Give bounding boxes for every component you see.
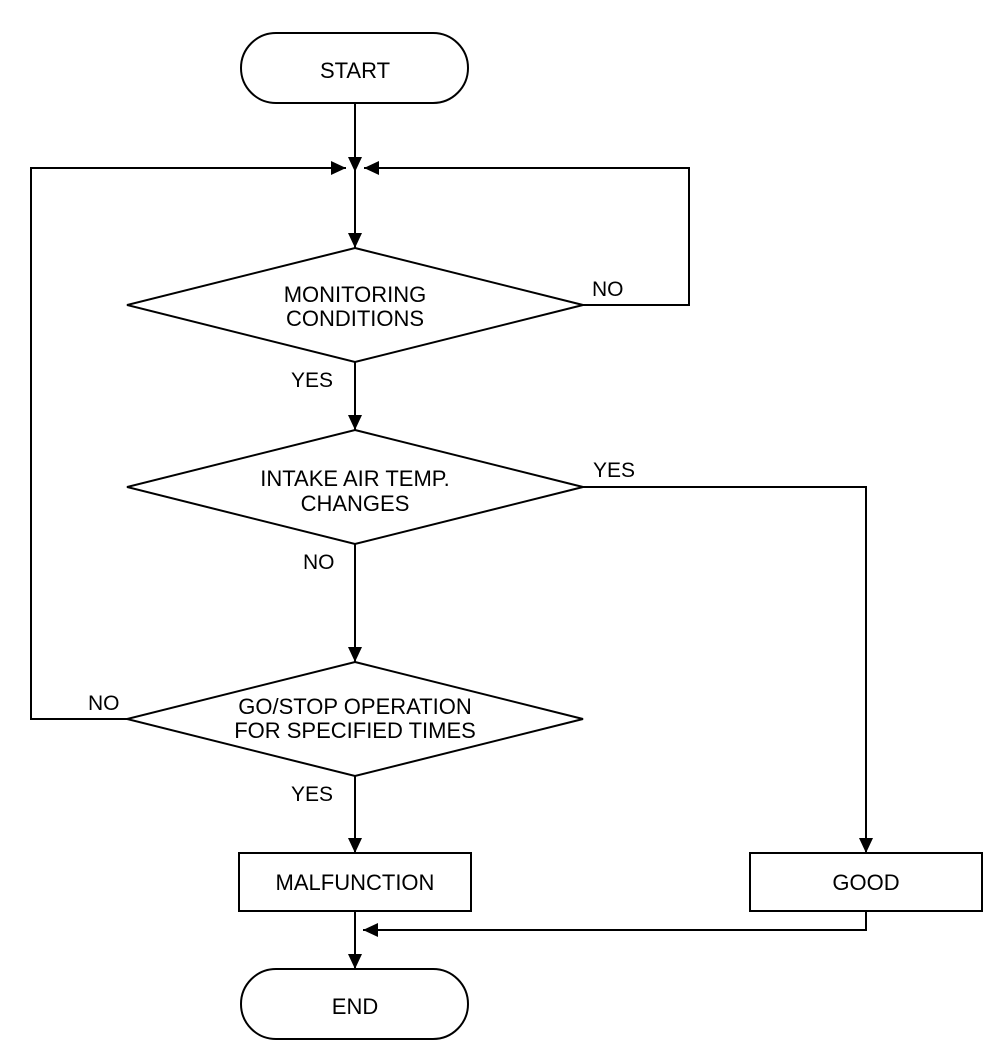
gostop-label-line2: FOR SPECIFIED TIMES <box>234 718 476 743</box>
monitoring-yes-label: YES <box>291 369 333 392</box>
arrowhead-monitoring-no-loop <box>364 161 379 175</box>
intake-label-line2: CHANGES <box>301 491 410 516</box>
monitoring-conditions-decision: MONITORING CONDITIONS <box>126 246 584 364</box>
intake-yes-label: YES <box>593 459 635 482</box>
end-terminal-shape <box>240 968 469 1040</box>
connector-monitoring-no-loop <box>364 167 690 306</box>
good-box <box>749 852 983 912</box>
arrowhead-end-in <box>348 954 362 969</box>
gostop-label-line1: GO/STOP OPERATION <box>238 694 472 719</box>
arrowhead-malfunction-in <box>348 838 362 853</box>
gostop-no-label: NO <box>88 692 120 715</box>
monitoring-no-label: NO <box>592 278 624 301</box>
connector-intake-yes <box>583 486 867 853</box>
monitoring-label-line2: CONDITIONS <box>286 306 424 331</box>
start-node: START <box>240 32 469 104</box>
good-node: GOOD <box>749 852 983 912</box>
good-label: GOOD <box>832 870 899 895</box>
malfunction-node: MALFUNCTION <box>238 852 472 912</box>
intake-air-temp-decision: INTAKE AIR TEMP. CHANGES <box>126 428 584 546</box>
malfunction-label: MALFUNCTION <box>276 870 435 895</box>
connector-good-to-end <box>363 911 867 931</box>
end-label: END <box>332 994 378 1019</box>
connector-gostop-no-loop <box>30 167 346 720</box>
arrowhead-gostop-no-loop <box>331 161 346 175</box>
start-label: START <box>320 58 390 83</box>
arrowhead-good-merge <box>363 923 378 937</box>
arrowhead-good-in <box>859 838 873 853</box>
arrowhead-intake-in <box>348 415 362 430</box>
go-stop-operation-decision: GO/STOP OPERATION FOR SPECIFIED TIMES <box>126 660 584 778</box>
intake-no-label: NO <box>303 551 335 574</box>
end-node: END <box>240 968 469 1040</box>
monitoring-label-line1: MONITORING <box>284 282 427 307</box>
gostop-yes-label: YES <box>291 783 333 806</box>
malfunction-box <box>238 852 472 912</box>
arrowhead-start-merge <box>348 157 362 172</box>
arrowhead-gostop-in <box>348 647 362 662</box>
intake-label-line1: INTAKE AIR TEMP. <box>260 466 450 491</box>
arrowhead-monitoring-in <box>348 233 362 248</box>
